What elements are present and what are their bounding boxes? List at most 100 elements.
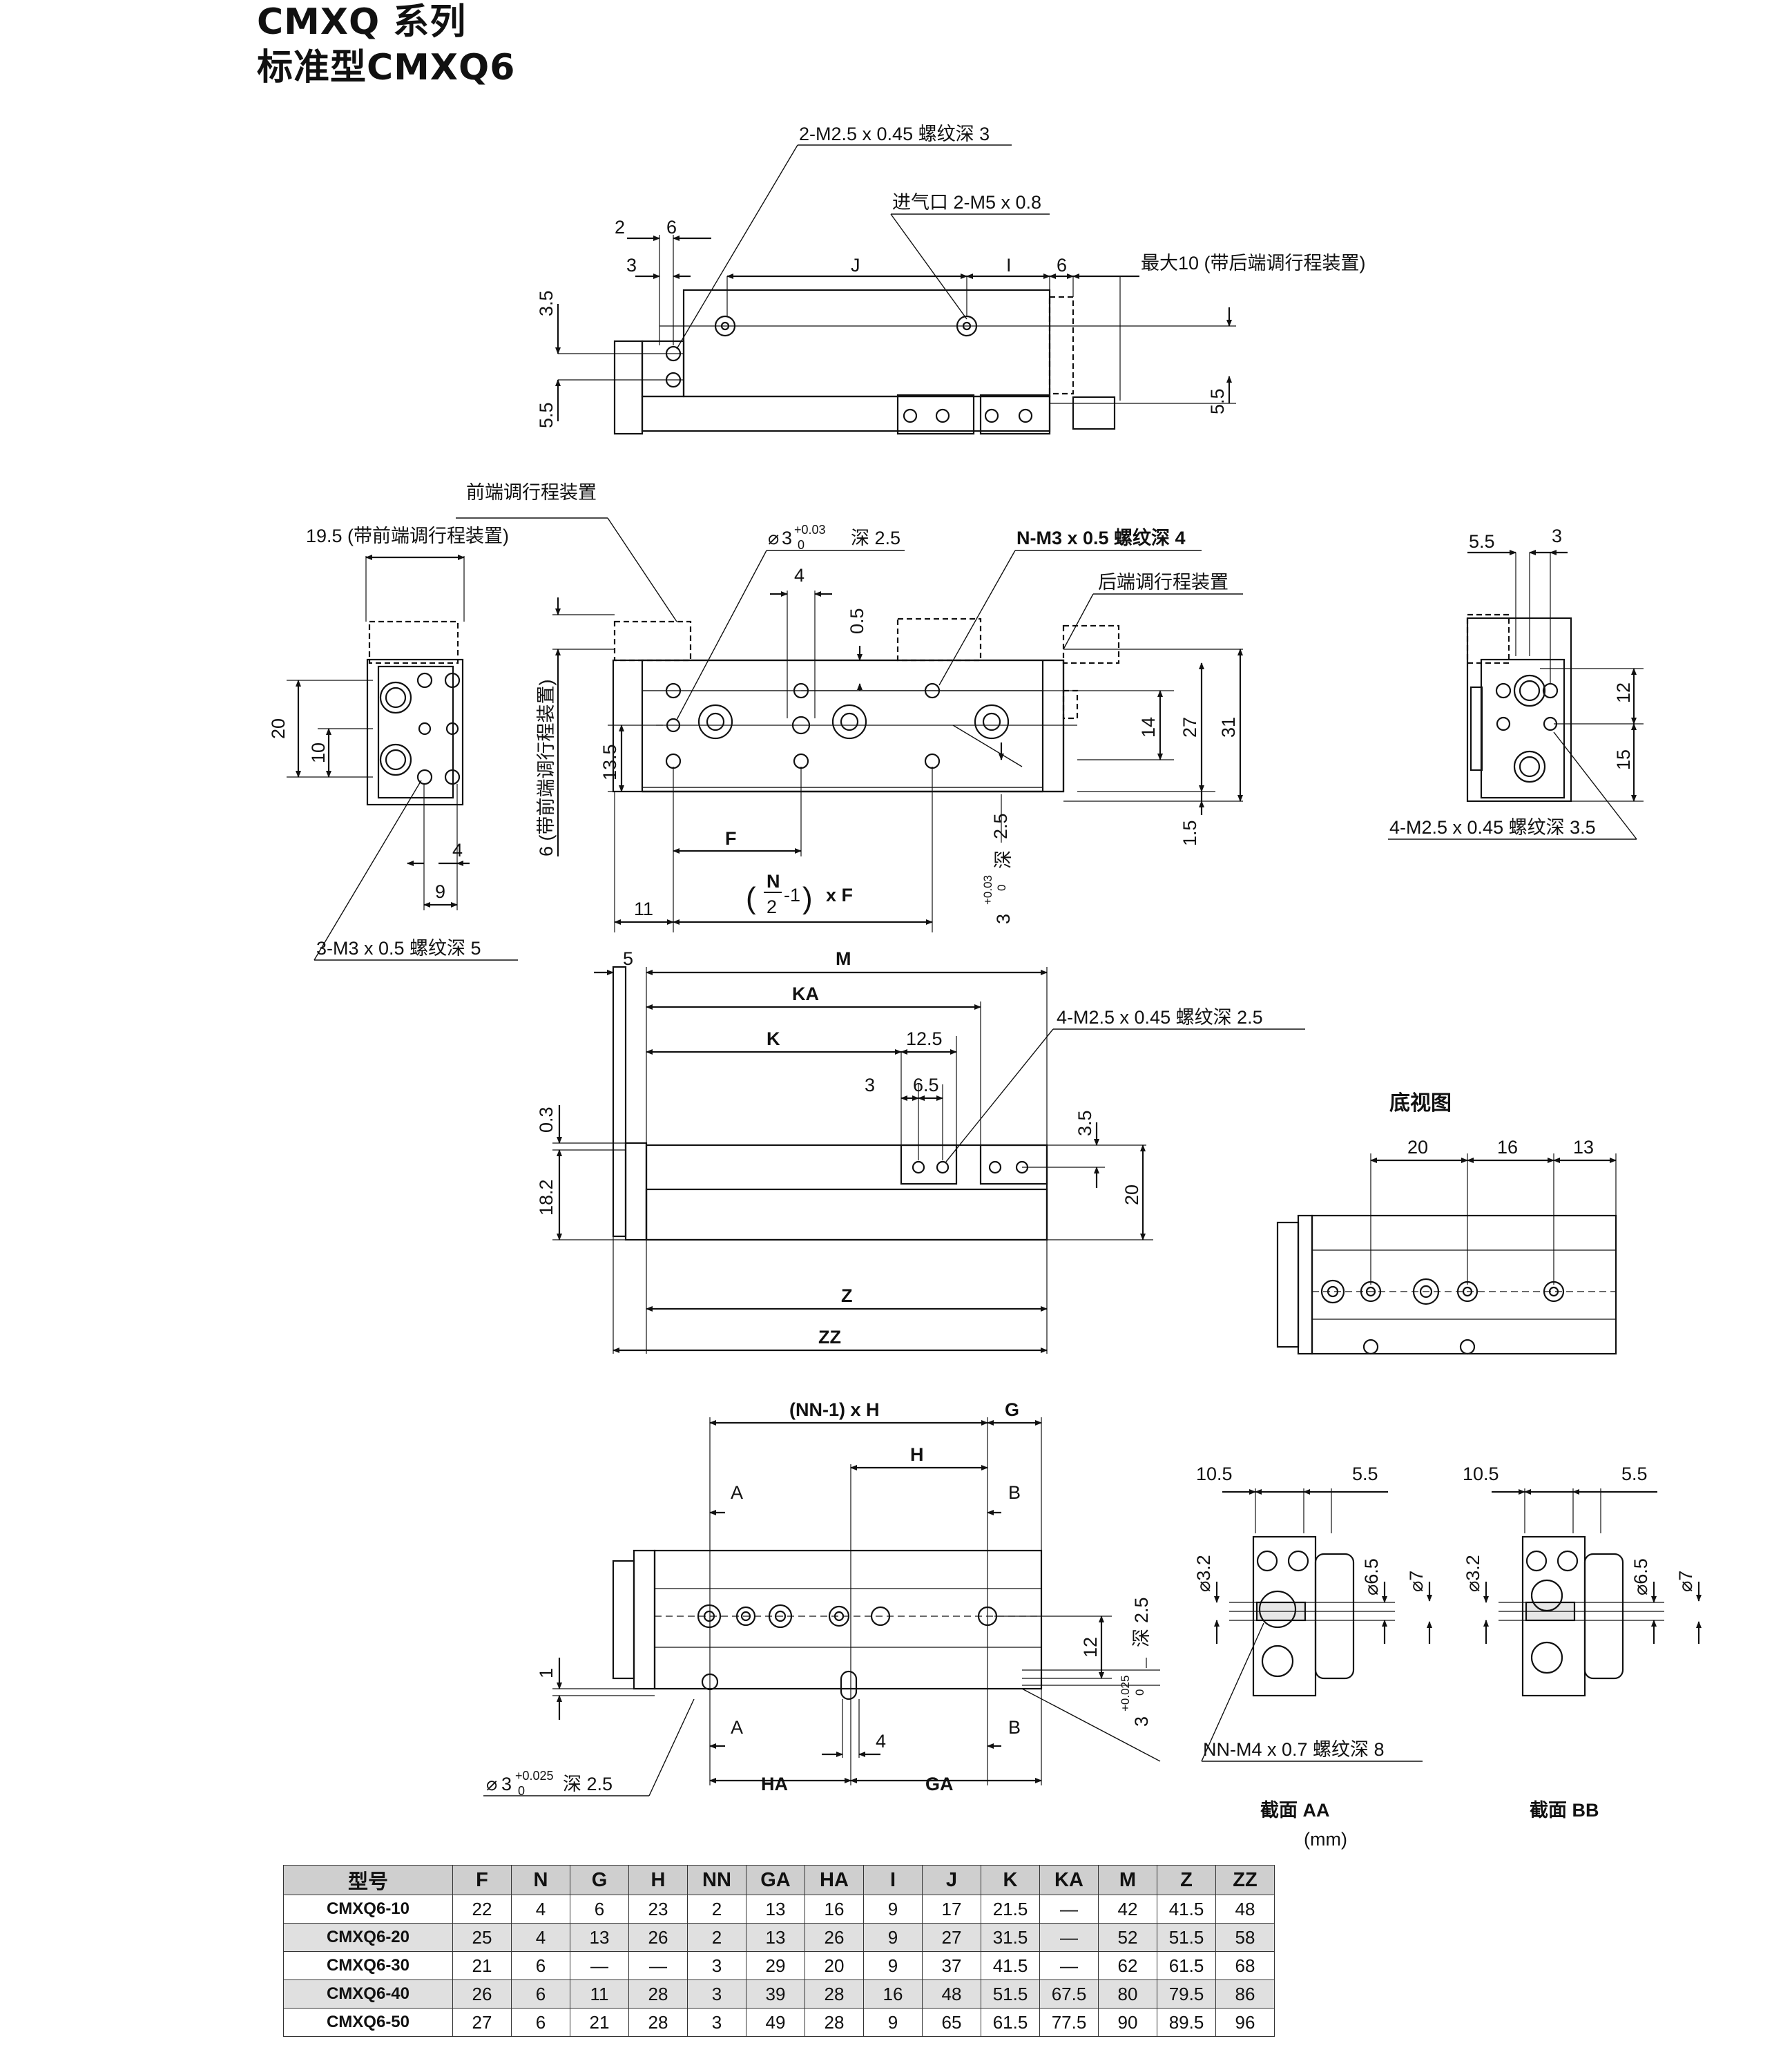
table-cell: 37 <box>922 1951 981 1980</box>
table-cell: 6 <box>570 1895 629 1924</box>
table-cell: 77.5 <box>1039 2008 1099 2037</box>
table-cell-model: CMXQ6-50 <box>283 2008 453 2037</box>
table-cell: 61.5 <box>1157 1951 1216 1980</box>
table-cell: 28 <box>628 2008 688 2037</box>
dim-6-5-bb: ⌀6.5 <box>1630 1558 1651 1595</box>
pin-phi-lower: ⌀ <box>486 1774 497 1794</box>
table-cell: 49 <box>746 2008 805 2037</box>
mark-A-top: A <box>731 1482 743 1503</box>
pin-callout-lower: 3 <box>501 1774 512 1794</box>
pin-depth: 深 2.5 <box>851 528 900 548</box>
table-cell: 9 <box>863 1923 923 1952</box>
dim-3: 3 <box>626 255 637 276</box>
table-header-cell: M <box>1098 1865 1157 1895</box>
slot-3: 3 <box>993 914 1014 924</box>
table-cell: 13 <box>746 1895 805 1924</box>
table-cell: 39 <box>746 1979 805 2009</box>
dim-7-bb: ⌀7 <box>1675 1571 1696 1592</box>
dim-1: 1 <box>536 1668 557 1678</box>
table-cell-model: CMXQ6-20 <box>283 1923 453 1952</box>
table-header-cell: H <box>628 1865 688 1895</box>
series-title: CMXQ 系列 <box>257 1 467 43</box>
callout-right: 4-M2.5 x 0.45 螺纹深 3.5 <box>1389 817 1596 838</box>
table-cell-model: CMXQ6-10 <box>283 1895 453 1924</box>
dim-3-5: 3.5 <box>536 290 557 316</box>
dim-5-5a: 5.5 <box>536 402 557 428</box>
dim-16: 16 <box>1497 1137 1518 1158</box>
table-cell: 28 <box>805 1979 864 2009</box>
table-cell: 22 <box>452 1895 512 1924</box>
formula-paren-open: ( <box>746 881 756 915</box>
table-cell: 31.5 <box>981 1923 1040 1952</box>
lower-view <box>483 1417 1161 1796</box>
table-cell: 65 <box>922 2008 981 2037</box>
dim-5: 5 <box>623 948 633 969</box>
table-cell: 42 <box>1098 1895 1157 1924</box>
table-cell: 11 <box>570 1979 629 2009</box>
table-header-cell: KA <box>1039 1865 1099 1895</box>
dim-15: 15 <box>1613 749 1634 770</box>
table-cell: 21 <box>452 1951 512 1980</box>
dim-4-front: 4 <box>794 565 805 586</box>
table-cell: 51.5 <box>1157 1923 1216 1952</box>
table-cell: 6 <box>511 2008 570 2037</box>
dim-5-5-bb: 5.5 <box>1621 1464 1648 1484</box>
pin-phi: ⌀ <box>768 528 779 548</box>
dim-0-5: 0.5 <box>847 608 867 634</box>
table-cell: 6 <box>511 1951 570 1980</box>
table-cell: 61.5 <box>981 2008 1040 2037</box>
dim-6a: 6 <box>666 217 677 238</box>
table-header-cell: GA <box>746 1865 805 1895</box>
dim-9: 9 <box>435 881 445 902</box>
pin-tol-lower: +0.025 <box>515 1769 554 1783</box>
slot-depth-lower: 深 <box>1131 1629 1152 1647</box>
dim-7-aa-value: 7 <box>1406 1571 1427 1581</box>
dim-6-5-aa: ⌀6.5 <box>1361 1558 1382 1595</box>
formula-n: N <box>767 871 780 892</box>
pin-tol: +0.03 <box>794 523 826 537</box>
dim-20-mid: 20 <box>1121 1185 1142 1205</box>
slot-tol0-lower: 0 <box>1133 1689 1146 1696</box>
table-cell: 3 <box>687 1951 746 1980</box>
pin-tol0-lower: 0 <box>518 1784 525 1798</box>
dim-6-5-mid: 6.5 <box>913 1075 939 1095</box>
table-cell: — <box>1039 1895 1099 1924</box>
dim-F: F <box>725 828 737 849</box>
dim-3-right: 3 <box>1552 526 1562 546</box>
table-cell: 4 <box>511 1895 570 1924</box>
slot-tol0: 0 <box>995 885 1008 891</box>
slot-tol: +0.03 <box>981 875 994 905</box>
dim-0-3: 0.3 <box>536 1106 557 1133</box>
section-bb-label: 截面 BB <box>1530 1800 1599 1821</box>
section-bb <box>1483 1488 1702 1697</box>
table-cell-model: CMXQ6-40 <box>283 1979 453 2009</box>
formula-2: 2 <box>767 897 777 917</box>
table-cell: — <box>570 1951 629 1980</box>
dim-2-5-front: 2.5 <box>990 813 1011 839</box>
technical-drawing: 2-M2.5 x 0.45 螺纹深 3 进气口 2-M5 x 0.8 2 6 3… <box>268 124 1702 1821</box>
dim-19-5: 19.5 (带前端调行程装置) <box>306 526 509 546</box>
table-cell: 96 <box>1215 2008 1275 2037</box>
mark-B-top: B <box>1008 1482 1021 1503</box>
table-cell: 21 <box>570 2008 629 2037</box>
table-cell: 89.5 <box>1157 2008 1216 2037</box>
dim-10-5-aa: 10.5 <box>1196 1464 1233 1484</box>
dim-10-5-bb-label: 10.5 <box>1463 1464 1499 1484</box>
dim-13: 13 <box>1573 1137 1594 1158</box>
table-cell: 3 <box>687 2008 746 2037</box>
unit-label: (mm) <box>1304 1829 1347 1850</box>
dim-2-5-lower: 2.5 <box>1131 1597 1152 1623</box>
dim-12-lower: 12 <box>1080 1637 1101 1658</box>
dim-11: 11 <box>634 899 653 919</box>
dim-6b: 6 <box>1057 255 1067 276</box>
table-cell: 27 <box>452 2008 512 2037</box>
table-cell: 17 <box>922 1895 981 1924</box>
dim-G: G <box>1005 1399 1019 1420</box>
dim-HA: HA <box>761 1774 788 1794</box>
table-cell: 67.5 <box>1039 1979 1099 2009</box>
table-cell: 62 <box>1098 1951 1157 1980</box>
dim-5-5-aa: 5.5 <box>1352 1464 1378 1484</box>
table-header-cell: Z <box>1157 1865 1216 1895</box>
